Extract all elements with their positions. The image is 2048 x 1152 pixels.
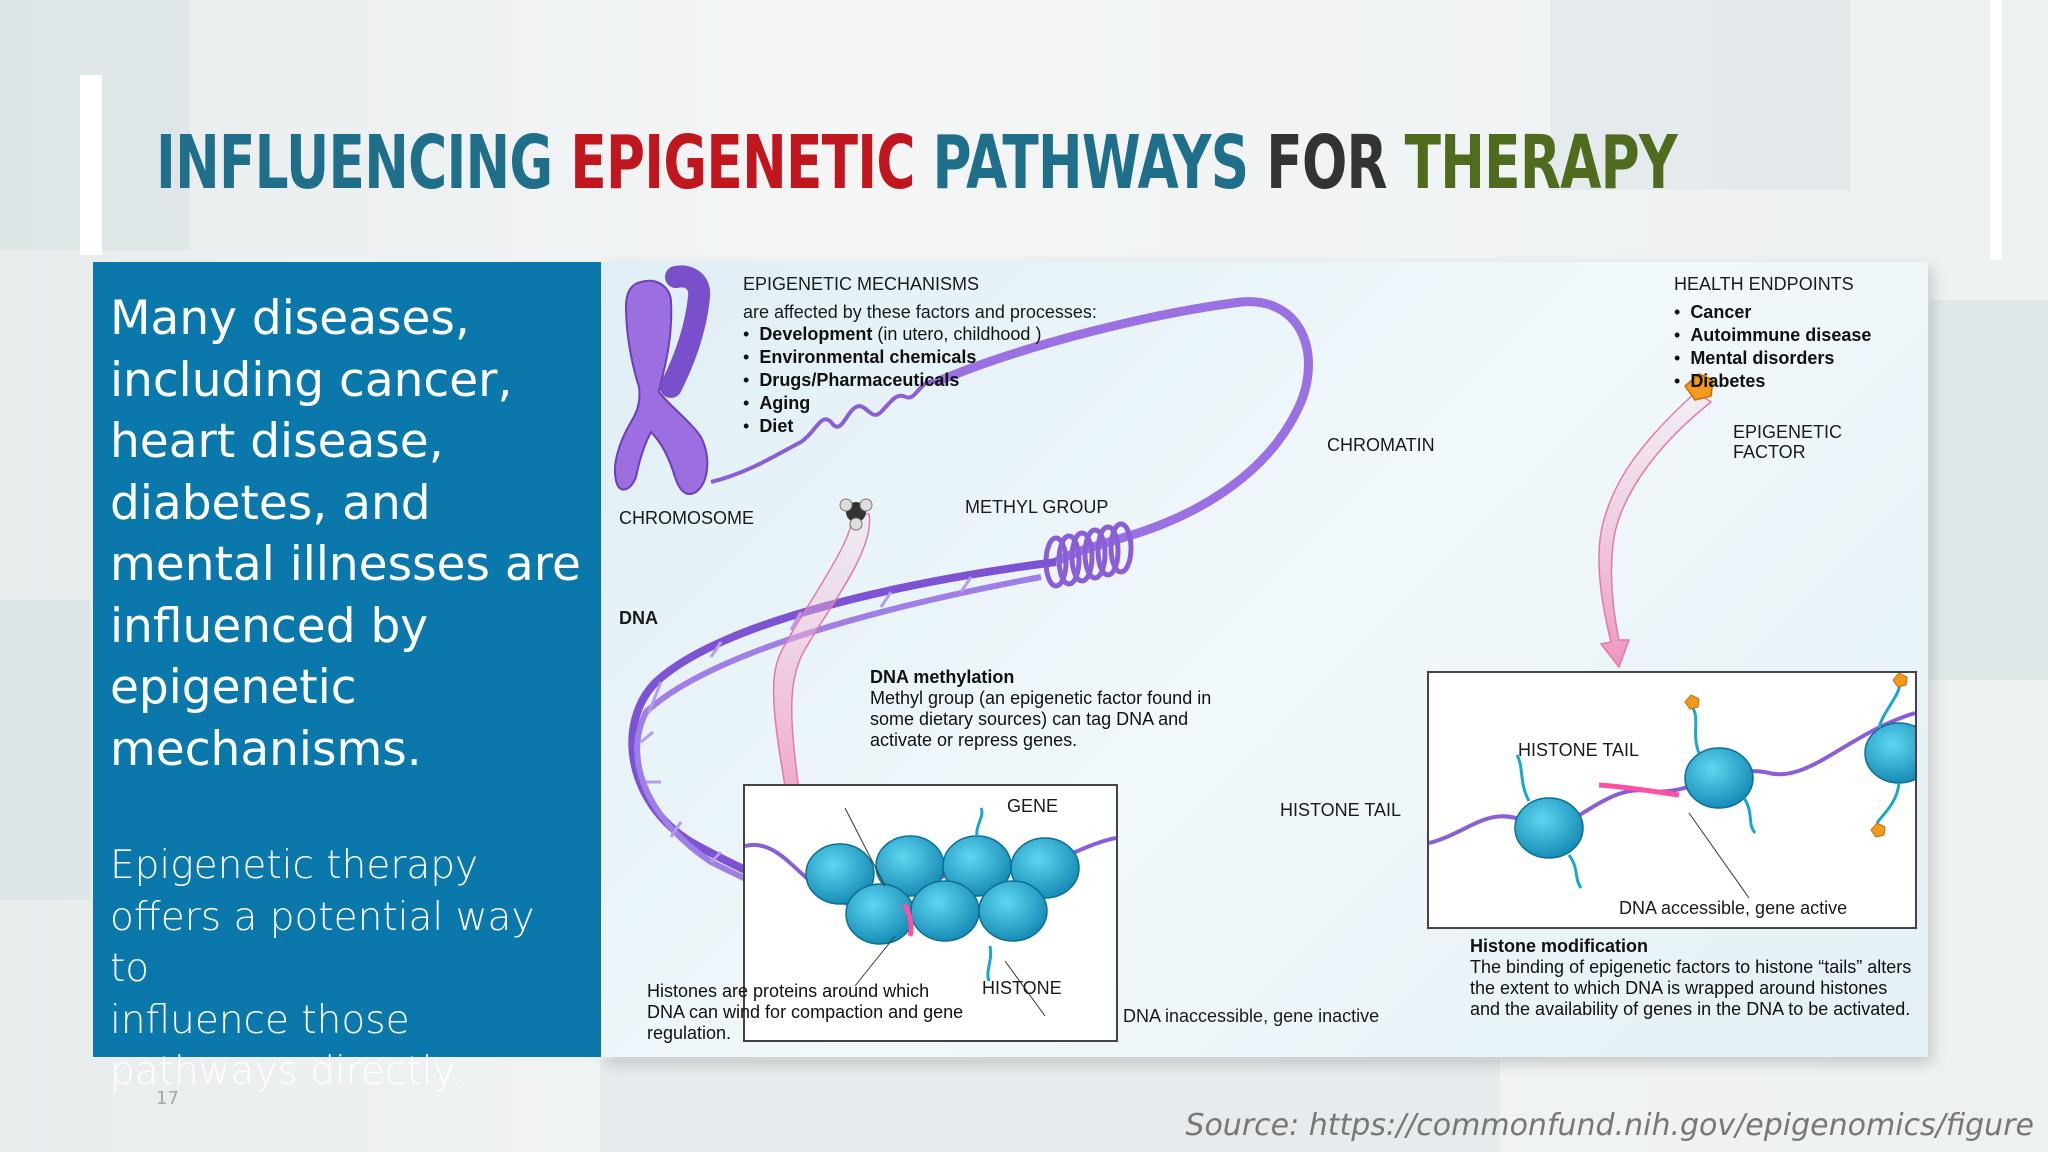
text-panel: Many diseases, including cancer, heart d… xyxy=(93,262,601,1094)
panel-lead-text: Many diseases, including cancer, heart d… xyxy=(110,291,581,777)
inset-condensed xyxy=(743,784,1118,1042)
methyl-group-icon xyxy=(839,498,873,531)
label-epigenetic-factor: EPIGENETIC FACTOR xyxy=(1733,422,1843,462)
label-chromatin: CHROMATIN xyxy=(1327,435,1435,455)
methylation-body: Methyl group (an epigenetic factor found… xyxy=(870,688,1212,750)
chromosome-shape xyxy=(613,265,711,496)
title-part-pathways: PATHWAYS xyxy=(932,120,1267,206)
condensed-nucleosomes xyxy=(745,807,1116,1017)
figure-illustration xyxy=(613,265,1714,975)
histone-mod-note: Histone modification The binding of epig… xyxy=(1470,936,1920,1020)
label-gene: GENE xyxy=(1007,796,1059,816)
title-part-for: FOR xyxy=(1266,120,1405,206)
endpoint-item: Autoimmune disease xyxy=(1674,324,1871,347)
chromatin-loop xyxy=(934,297,1313,566)
epigenetic-factor-arrow xyxy=(1598,391,1713,669)
mechanism-item: Environmental chemicals xyxy=(743,346,1041,369)
label-dna-inaccessible: DNA inaccessible, gene inactive xyxy=(1123,1006,1380,1026)
methylation-note: DNA methylation Methyl group (an epigene… xyxy=(870,667,1230,751)
endpoint-item: Diabetes xyxy=(1674,370,1871,393)
open-nucleosomes xyxy=(1429,673,1915,899)
panel-sub-text: Epigenetic therapy offers a potential wa… xyxy=(110,843,535,1094)
label-histone-tail-left: HISTONE TAIL xyxy=(1280,800,1402,820)
label-methyl-group: METHYL GROUP xyxy=(965,497,1109,517)
mechanisms-intro: are affected by these factors and proces… xyxy=(743,302,1097,322)
dna-rungs xyxy=(640,576,973,948)
endpoint-item: Cancer xyxy=(1674,301,1871,324)
mechanisms-title: EPIGENETIC MECHANISMS xyxy=(743,274,980,294)
histones-note: Histones are proteins around which DNA c… xyxy=(647,981,964,1043)
epigenetics-figure: EPIGENETIC MECHANISMS are affected by th… xyxy=(601,262,1928,1057)
chromatin-coils xyxy=(1043,521,1134,589)
page-number: 17 xyxy=(156,1088,179,1109)
title-part-influencing: INFLUENCING xyxy=(156,120,571,206)
histone-mod-body: The binding of epigenetic factors to his… xyxy=(1470,957,1912,1019)
mechanism-item: Diet xyxy=(743,415,1041,438)
endpoint-item: Mental disorders xyxy=(1674,347,1871,370)
slide-title: INFLUENCING EPIGENETIC PATHWAYS FOR THER… xyxy=(156,120,1678,206)
mechanism-item: Aging xyxy=(743,392,1041,415)
endpoints-title: HEALTH ENDPOINTS xyxy=(1674,274,1854,294)
mechanism-item: Drugs/Pharmaceuticals xyxy=(743,369,1041,392)
inset-accessible xyxy=(1427,671,1917,929)
label-chromosome: CHROMOSOME xyxy=(619,508,754,528)
label-dna-accessible: DNA accessible, gene active xyxy=(1619,898,1848,918)
mechanism-item: Development (in utero, childhood ) xyxy=(743,323,1041,346)
histone-mod-heading: Histone modification xyxy=(1470,936,1649,956)
label-histone: HISTONE xyxy=(982,978,1062,998)
endpoints-list: Cancer Autoimmune disease Mental disorde… xyxy=(1674,301,1871,393)
label-histone-tail-right: HISTONE TAIL xyxy=(1518,740,1640,760)
title-part-epigenetic: EPIGENETIC xyxy=(570,120,933,206)
title-part-therapy: THERAPY xyxy=(1404,120,1678,206)
label-dna: DNA xyxy=(619,608,658,628)
source-citation: Source: https://commonfund.nih.gov/epige… xyxy=(1185,1108,2034,1143)
mechanisms-list: Development (in utero, childhood ) Envir… xyxy=(743,323,1041,438)
methylation-heading: DNA methylation xyxy=(870,667,1015,687)
